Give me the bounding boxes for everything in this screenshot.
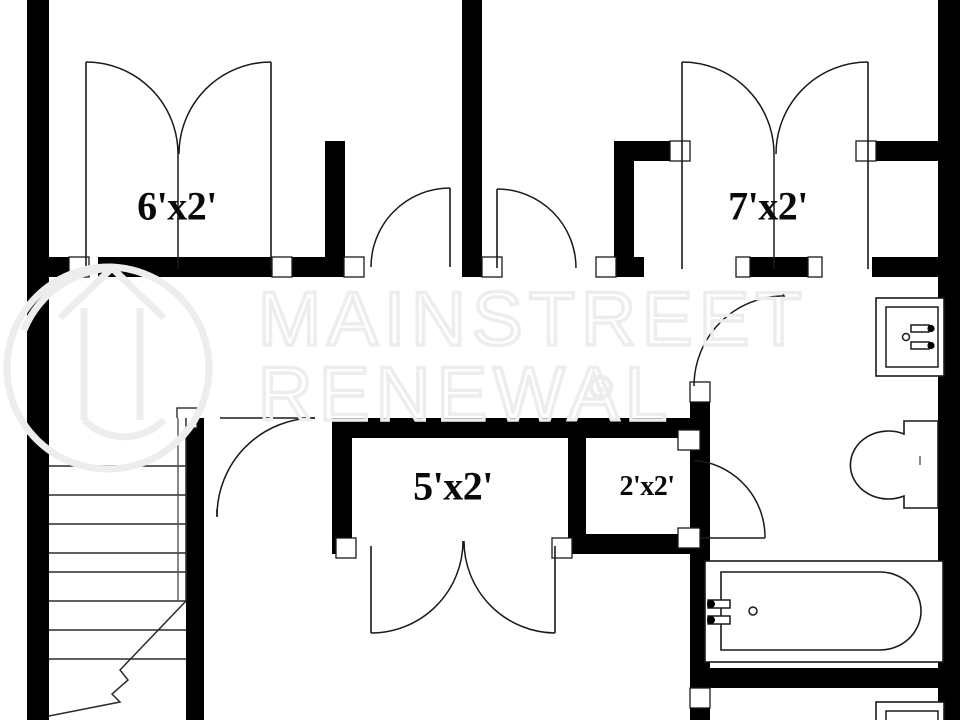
wall-closet-tl-right — [325, 141, 345, 277]
jamb-hall-door-left — [343, 256, 365, 278]
wall-stair-partition — [186, 418, 204, 720]
door-swings-group — [85, 61, 869, 634]
door-closet-top-left — [85, 61, 272, 269]
door-stair-landing — [216, 417, 316, 517]
wall-exterior-right — [938, 0, 960, 720]
wall-closet-tr-bottom-b — [748, 257, 808, 277]
wall-closet-tl-bottom-left — [27, 257, 69, 277]
door-linen-closet — [694, 460, 766, 539]
bathroom-vanity-sink — [875, 297, 945, 377]
jamb-closet-bc-right — [551, 537, 573, 559]
jamb-closet-tr-bot-2 — [807, 256, 823, 278]
wall-closet-tr-top-right-stub — [876, 141, 938, 161]
bathtub — [704, 560, 944, 663]
toilet — [849, 420, 939, 509]
wall-closet-bc-left — [332, 418, 352, 554]
wall-closet-tr-bottom-a — [614, 257, 644, 277]
wall-bath-vertical-top-stub — [690, 400, 710, 418]
jamb-closet-tr-left — [669, 140, 691, 162]
jamb-closet-tr-right — [855, 140, 877, 162]
door-closet-bottom-center — [370, 540, 556, 634]
wall-closet-divider — [568, 430, 586, 554]
door-hall-left — [370, 187, 451, 268]
jamb-closet-tl-right — [271, 256, 293, 278]
jamb-linen-bottom — [677, 527, 701, 549]
jamb-hall-door-b — [595, 256, 617, 278]
jamb-bath-door-top — [689, 381, 711, 403]
staircase — [48, 418, 187, 720]
wall-hall-horizontal — [98, 257, 286, 277]
wall-closet-bc-bottom-right — [568, 534, 690, 554]
jamb-bath-bottom — [689, 687, 711, 709]
door-closet-top-right — [681, 61, 869, 269]
door-hall-right — [496, 188, 577, 269]
wall-exterior-left — [27, 0, 49, 720]
wall-central-vertical-top — [462, 0, 482, 277]
lower-vanity-partial — [875, 701, 945, 720]
bathroom-fixtures-group — [704, 297, 945, 720]
wall-closet-tr-left — [614, 141, 634, 277]
jamb-closet-tr-bot-1 — [735, 256, 751, 278]
wall-closet-tr-top-stub — [614, 141, 670, 161]
jamb-hall-door-right — [481, 256, 503, 278]
door-bathroom-entry — [693, 291, 787, 387]
jamb-linen-top — [677, 429, 701, 451]
wall-bath-bottom — [690, 668, 938, 688]
wall-closet-bc-top — [332, 418, 690, 438]
wall-closet-tr-bottom-c — [872, 257, 938, 277]
jamb-closet-bc-left — [335, 537, 357, 559]
